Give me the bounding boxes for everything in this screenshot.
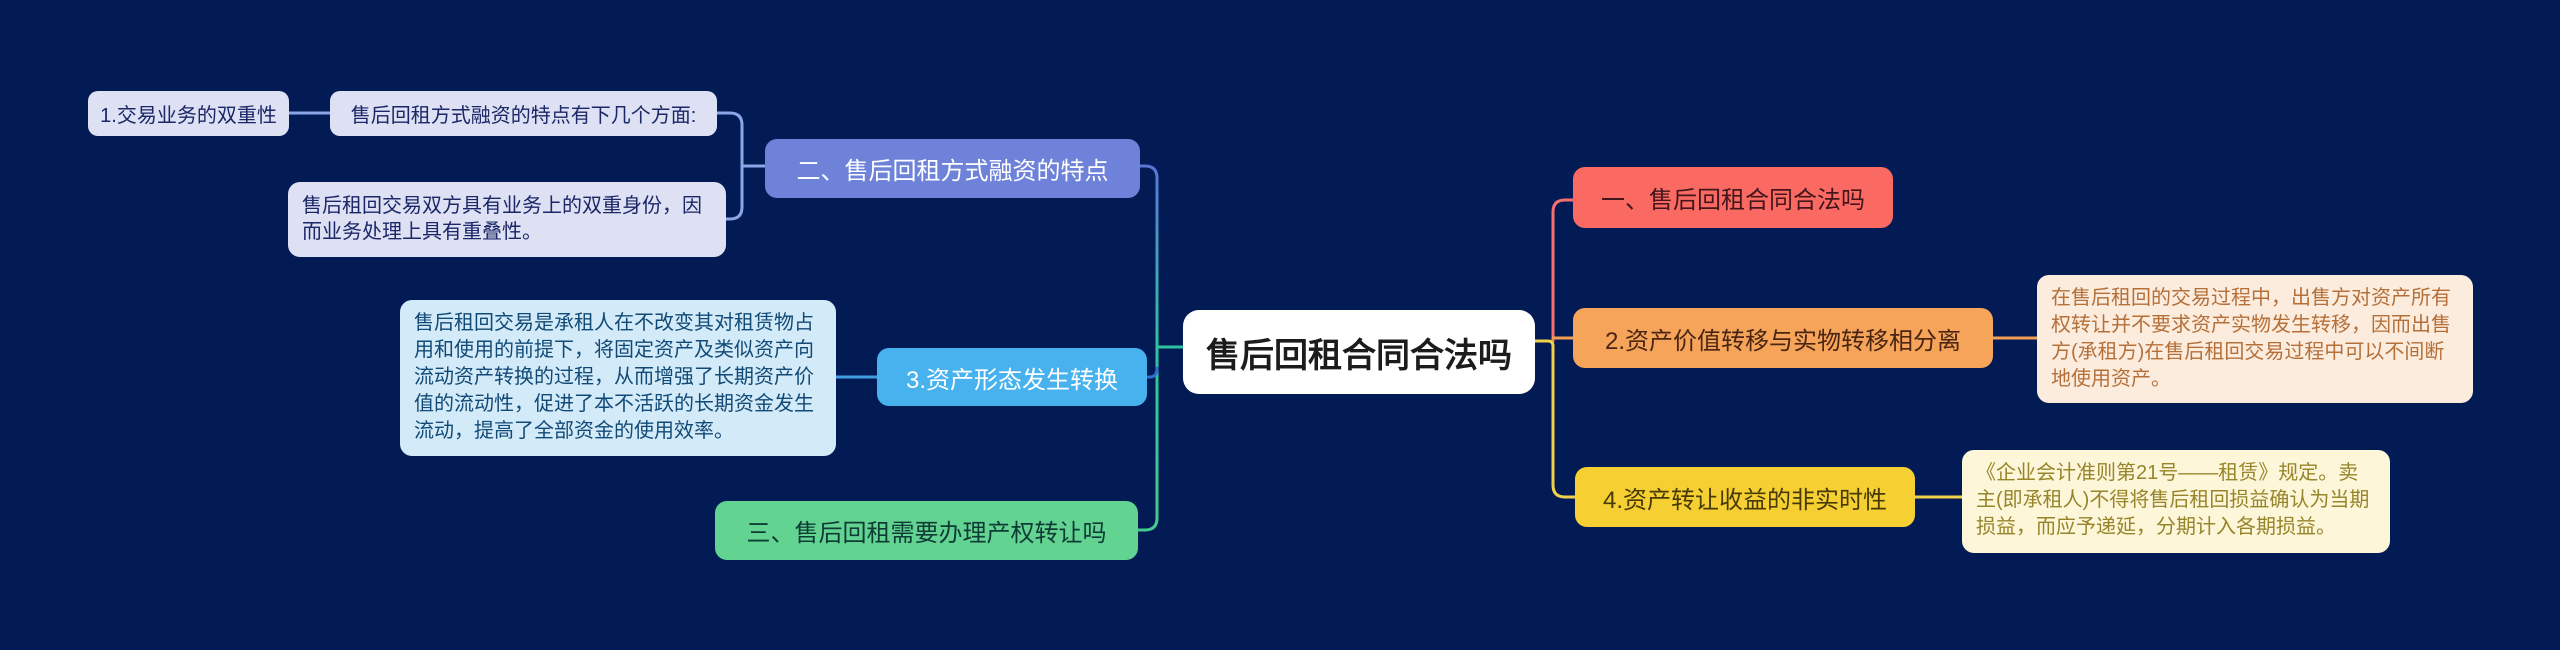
- feature-node-4[interactable]: 4.资产转让收益的非实时性: [1575, 467, 1915, 527]
- detail-node-branch2[interactable]: 售后租回交易双方具有业务上的双重身份，因而业务处理上具有重叠性。: [288, 182, 726, 257]
- branch-node-1[interactable]: 一、售后回租合同合法吗: [1573, 167, 1893, 228]
- connector-left-spine: [1136, 164, 1159, 532]
- detail-node-feature-4[interactable]: 《企业会计准则第21号——租赁》规定。卖主(即承租人)不得将售后租回损益确认为当…: [1962, 450, 2390, 553]
- feature-node-3[interactable]: 3.资产形态发生转换: [877, 348, 1147, 406]
- branch-node-3[interactable]: 三、售后回租需要办理产权转让吗: [715, 501, 1138, 560]
- center-topic-node[interactable]: 售后回租合同合法吗: [1183, 310, 1535, 394]
- detail-node-feature-3[interactable]: 售后租回交易是承租人在不改变其对租赁物占用和使用的前提下，将固定资产及类似资产向…: [400, 300, 836, 456]
- feature-node-2-right[interactable]: 2.资产价值转移与实物转移相分离: [1573, 308, 1993, 368]
- connector-center-branch1: [1551, 198, 1575, 343]
- intro-node-branch2[interactable]: 售后回租方式融资的特点有下几个方面:: [330, 91, 717, 136]
- feature-node-1[interactable]: 1.交易业务的双重性: [88, 91, 289, 136]
- connector-point3-spine: [1145, 366, 1159, 379]
- connector-center-point4: [1533, 339, 1577, 499]
- detail-node-feature-2[interactable]: 在售后租回的交易过程中，出售方对资产所有权转让并不要求资产实物发生转移，因而出售…: [2037, 275, 2473, 403]
- branch-node-2[interactable]: 二、售后回租方式融资的特点: [765, 139, 1140, 198]
